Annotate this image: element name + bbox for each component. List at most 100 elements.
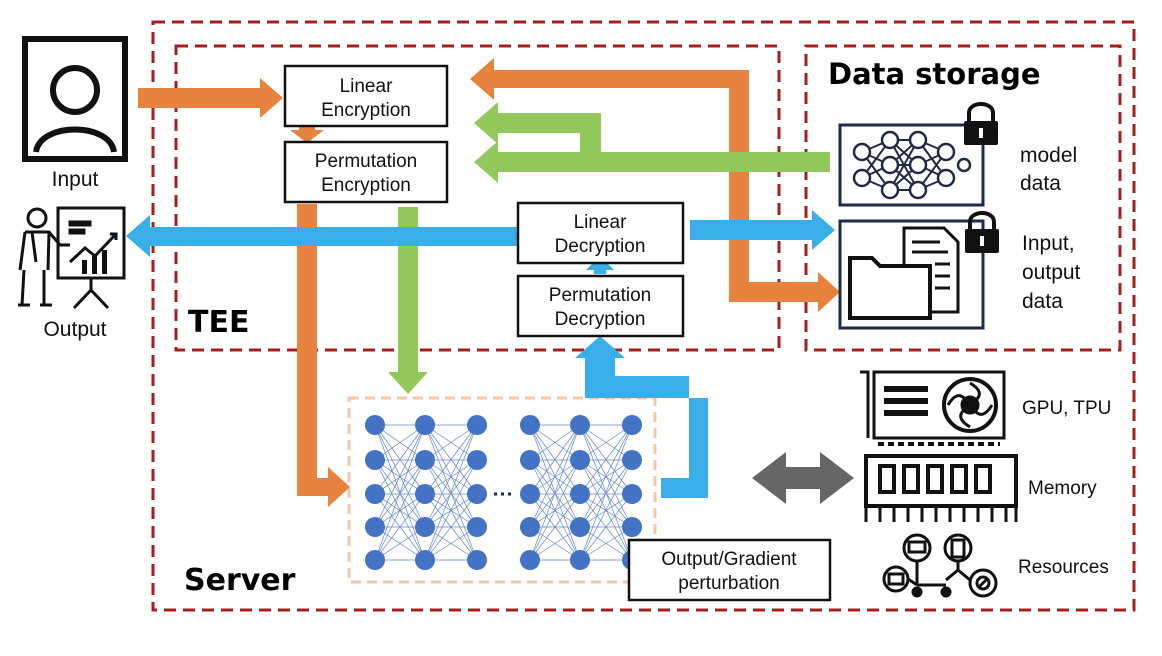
network-node — [467, 484, 487, 504]
arrow-permutation-to-linear-decryption — [586, 256, 614, 274]
linear-decryption-line2: Decryption — [555, 236, 646, 257]
network-node — [365, 484, 385, 504]
padlock-icon — [964, 102, 998, 145]
network-dashed-frame — [347, 396, 657, 584]
permutation-encryption-line2: Encryption — [321, 175, 411, 196]
model-data-line2: data — [1020, 172, 1061, 195]
network-node — [365, 450, 385, 470]
server-region — [151, 20, 1136, 612]
network-edge — [579, 424, 633, 561]
network-edge — [424, 459, 478, 528]
network-edge — [374, 459, 426, 561]
permutation-decryption-line2: Decryption — [555, 309, 646, 330]
model-data-line1: model — [1020, 144, 1077, 167]
network-node — [570, 415, 590, 435]
document-folder-icon — [838, 219, 985, 330]
network-node — [520, 550, 540, 570]
network-node — [520, 517, 540, 537]
arrow-to-io-data-storage — [729, 267, 840, 312]
network-edge — [579, 459, 633, 528]
network-node — [467, 450, 487, 470]
output-label: Output — [43, 318, 106, 341]
arrow-linear-to-permutation — [290, 124, 324, 143]
network-node — [520, 450, 540, 470]
network-node — [520, 415, 540, 435]
permutation-encryption-line1: Permutation — [315, 151, 417, 172]
network-node — [467, 517, 487, 537]
network-edge — [374, 424, 426, 561]
input-label: Input — [52, 168, 99, 191]
memory-label: Memory — [1028, 478, 1097, 499]
arrow-storage-to-linear-encryption — [470, 58, 749, 267]
arrow-model-to-permutation-encryption — [474, 141, 830, 183]
arrow-model-to-linear-encryption — [474, 102, 601, 156]
neural-network-edges — [374, 424, 633, 561]
permutation-decryption-line1: Permutation — [549, 285, 651, 306]
linear-encryption-line2: Encryption — [321, 100, 411, 121]
network-node — [415, 415, 435, 435]
presenter-chart-icon — [18, 206, 126, 310]
memory-module-icon — [864, 454, 1018, 522]
network-edge — [374, 424, 426, 461]
green-flow-arrows — [388, 102, 830, 394]
server-resources-bidirectional-arrow — [752, 452, 854, 504]
network-edge — [529, 424, 581, 495]
linear-decryption-line1: Linear — [574, 212, 627, 233]
linear-encryption-box: Linear Encryption — [283, 64, 449, 128]
network-node — [365, 415, 385, 435]
network-node — [570, 450, 590, 470]
network-node — [365, 550, 385, 570]
perturbation-line1: Output/Gradient — [661, 549, 797, 570]
io-data-line2: output — [1022, 261, 1081, 284]
tee-region — [174, 44, 781, 352]
server-label: Server — [184, 563, 296, 598]
linear-encryption-line1: Linear — [340, 76, 393, 97]
padlock-icon — [965, 211, 999, 253]
network-edge — [374, 459, 426, 495]
neural-network-icon — [838, 123, 985, 207]
devices-network-icon — [882, 533, 998, 598]
network-node — [622, 484, 642, 504]
gpu-card-icon — [860, 370, 1006, 446]
gpu-label: GPU, TPU — [1022, 398, 1111, 419]
io-data-line1: Input, — [1022, 232, 1075, 255]
network-node — [520, 484, 540, 504]
network-edge — [579, 526, 633, 561]
user-portrait-icon — [22, 36, 128, 162]
arrow-perturbation-to-permutation-decryption — [575, 336, 708, 498]
tee-label: TEE — [188, 305, 249, 340]
network-edge — [424, 424, 478, 561]
network-node — [415, 517, 435, 537]
network-node — [415, 484, 435, 504]
network-edge — [529, 424, 581, 461]
network-edge — [424, 424, 478, 495]
network-edge — [374, 424, 426, 528]
network-edge — [529, 424, 581, 528]
perturbation-line2: perturbation — [678, 573, 779, 594]
network-node — [622, 415, 642, 435]
network-node — [570, 484, 590, 504]
network-edge — [424, 459, 478, 495]
network-edge — [424, 459, 478, 561]
network-edge — [374, 493, 426, 561]
network-edge — [579, 459, 633, 495]
arrow-permutation-to-network — [297, 204, 350, 507]
network-edge — [424, 424, 478, 461]
linear-decryption-box: Linear Decryption — [516, 201, 685, 265]
network-node — [467, 415, 487, 435]
permutation-encryption-box: Permutation Encryption — [283, 140, 449, 204]
neural-network-nodes — [365, 415, 642, 570]
blue-flow-arrows — [126, 210, 835, 498]
network-node — [415, 550, 435, 570]
arrow-input-to-linear-encryption — [138, 78, 283, 118]
network-node — [415, 450, 435, 470]
network-edge — [579, 459, 633, 561]
io-data-line3: data — [1022, 290, 1063, 313]
network-node — [570, 517, 590, 537]
resources-label: Resources — [1018, 557, 1109, 578]
arrow-decryption-to-storage — [690, 210, 835, 250]
network-edge — [529, 459, 581, 495]
network-edge — [579, 493, 633, 561]
permutation-decryption-box: Permutation Decryption — [516, 274, 685, 338]
